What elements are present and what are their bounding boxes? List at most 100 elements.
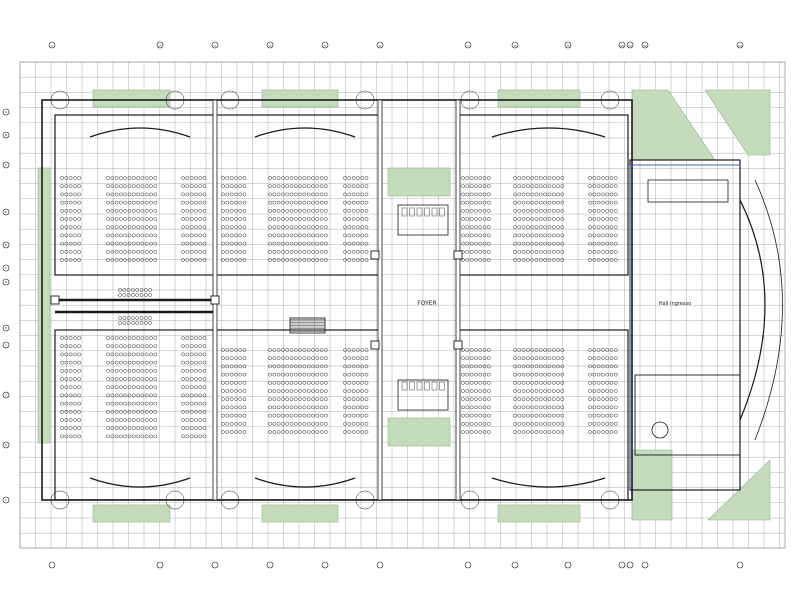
seat (221, 413, 225, 418)
seat (298, 430, 302, 434)
seat (551, 200, 556, 205)
seat (119, 409, 123, 414)
seat (609, 249, 614, 254)
seat (153, 434, 158, 439)
seat (551, 413, 556, 418)
seat (609, 208, 614, 213)
seat (521, 249, 526, 254)
seat (276, 348, 281, 352)
entrance-hall-wall (629, 159, 741, 491)
seat (118, 321, 122, 325)
seat (64, 360, 69, 365)
seat (517, 249, 522, 254)
seat (268, 184, 272, 189)
seat (319, 258, 324, 262)
seat (298, 405, 302, 410)
seat (281, 225, 285, 230)
seat (613, 200, 618, 205)
seat (242, 430, 247, 434)
seat (136, 258, 140, 262)
seat (324, 258, 328, 262)
seat (281, 258, 285, 262)
seat (474, 176, 478, 180)
seat (517, 192, 522, 197)
grid-bubble-label: L (5, 498, 7, 502)
seat (534, 192, 539, 197)
seat (486, 217, 491, 221)
seat (110, 233, 115, 238)
seat (60, 344, 64, 349)
seat (114, 434, 119, 439)
seat (324, 372, 328, 377)
seat (609, 421, 614, 426)
seat (293, 217, 298, 221)
seat (242, 364, 247, 369)
seat (364, 372, 369, 377)
seat (198, 336, 203, 340)
seat (526, 405, 530, 410)
seat (526, 430, 530, 434)
seat (356, 356, 360, 361)
seat (482, 208, 487, 213)
seat (242, 413, 247, 418)
seat (530, 192, 535, 197)
grid-bubble (2, 278, 10, 286)
seat (144, 368, 149, 373)
seat (289, 217, 294, 221)
seat (181, 258, 185, 262)
seat (202, 258, 207, 262)
seat (298, 176, 302, 180)
seat (114, 200, 119, 205)
seat (189, 368, 194, 373)
seat (469, 405, 474, 410)
seat (144, 385, 149, 390)
seat (110, 192, 115, 197)
seat (123, 241, 128, 246)
seat (127, 192, 132, 197)
seat (144, 352, 149, 357)
seat (360, 233, 365, 238)
seat (324, 389, 328, 393)
seat (285, 225, 290, 230)
seat (311, 258, 315, 262)
seat (238, 372, 243, 377)
seat (517, 430, 522, 434)
seat (127, 426, 132, 431)
seat (144, 241, 149, 246)
seat (60, 184, 64, 189)
seat (77, 401, 82, 406)
seat (293, 372, 298, 377)
seat (281, 249, 285, 254)
seat (281, 184, 285, 189)
planting-area (631, 89, 716, 161)
seat (534, 241, 539, 246)
seat (276, 356, 281, 361)
seat (465, 192, 470, 197)
seat (181, 225, 185, 230)
grid-bubble (156, 41, 164, 49)
seat (144, 409, 149, 414)
seat (538, 356, 543, 361)
seat (513, 200, 517, 205)
seat (60, 241, 64, 246)
seat (119, 249, 123, 254)
seat (289, 241, 294, 246)
seat (513, 192, 517, 197)
seat (272, 430, 277, 434)
seat (521, 176, 526, 180)
grid-bubble-label: A (5, 110, 8, 114)
seat (609, 241, 614, 246)
seat (202, 249, 207, 254)
seat (242, 241, 247, 246)
grid-bubble-label: 3 (214, 44, 216, 48)
seat (547, 192, 552, 197)
seat (486, 430, 491, 434)
seat (556, 184, 560, 189)
seat (596, 217, 601, 221)
seat (149, 377, 153, 381)
planting-area (261, 89, 339, 108)
seat (114, 418, 119, 422)
seat (64, 249, 69, 254)
seat (293, 356, 298, 361)
seat (140, 393, 145, 398)
